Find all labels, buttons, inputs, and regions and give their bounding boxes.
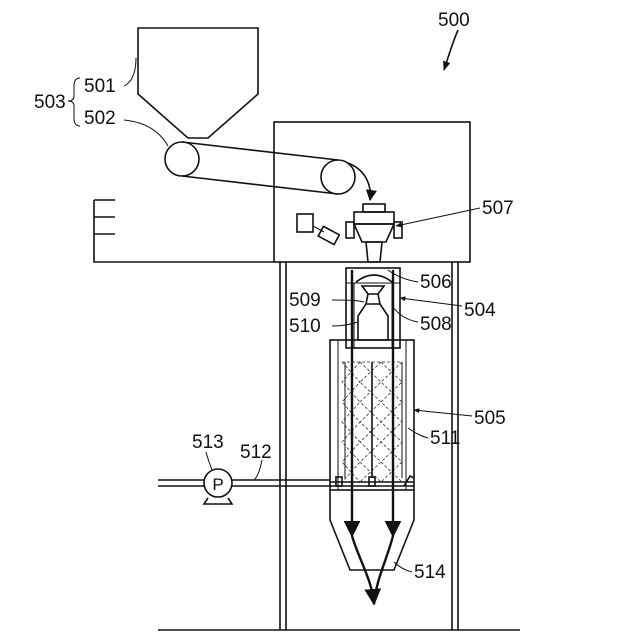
supply-pipe [158,480,330,486]
label-505: 505 [474,408,506,429]
label-508: 508 [420,314,452,335]
conveyor-discharge-arrow [348,163,370,200]
reference-labels: 500 501 502 503 504 505 506 507 508 509 … [34,10,514,583]
cone-bottom [330,490,414,570]
sensor-unit [297,214,339,245]
side-panel-slots [94,200,115,234]
label-506: 506 [420,272,452,293]
label-513: 513 [192,432,224,453]
label-509: 509 [289,290,321,311]
label-507: 507 [482,198,514,219]
label-500: 500 [438,10,470,31]
label-502: 502 [84,108,116,129]
hopper [138,28,258,138]
pump: P [204,469,232,504]
feeder-unit [346,204,402,262]
label-501: 501 [84,76,116,97]
label-512: 512 [240,442,272,463]
spray-nozzle [358,286,388,340]
label-511: 511 [430,428,460,449]
pump-symbol: P [212,475,223,494]
leader-lines [68,30,480,572]
machine-housing [274,122,470,262]
label-504: 504 [464,300,496,321]
label-514: 514 [414,562,446,583]
left-frame [94,200,274,262]
label-503: 503 [34,92,66,113]
belt-conveyor [165,142,355,194]
label-510: 510 [289,316,321,337]
